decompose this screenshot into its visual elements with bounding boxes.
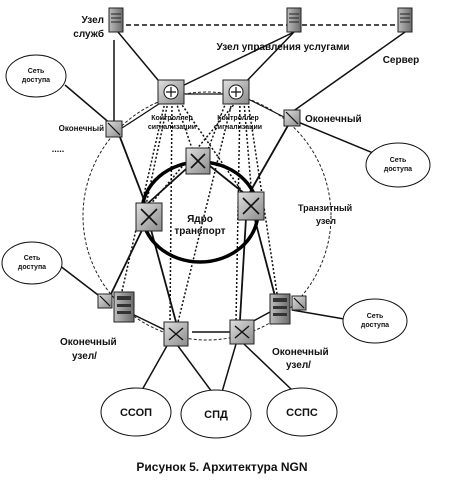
label-controller-left-2: сигнализации [148,124,196,131]
link-transit-l-terminal-lb [109,221,147,297]
access-net-left-bottom-line2: доступа [18,264,46,271]
controller-right [222,79,250,105]
link-ctrl-r-terminal-r [245,97,287,119]
label-terminal-right-bottom-1: Оконечный [272,347,329,358]
label-server: Сервер [383,55,420,66]
server-service-control-node [286,7,302,33]
access-net-right-top: Сеть доступа [365,142,431,188]
label-service-control-node: Узел управления услугами [216,42,349,53]
label-service-node-1: Узел [82,15,104,26]
access-net-left-top-line2: доступа [22,77,50,84]
terminal-node-left-top [105,120,123,138]
terminal-node-right-top [283,109,301,127]
label-transit-2: узел [316,216,336,226]
label-terminal-left-top: Оконечный [59,124,104,133]
link-transit-r-terminal-rt [249,121,291,193]
access-net-right-bottom: Сеть доступа [342,298,408,344]
link-scn-controller-r [239,31,295,89]
access-net-right-bottom-line2: доступа [361,322,389,329]
label-controller-right-2: сигнализации [214,124,262,131]
access-net-right-top-line1: Сеть [390,157,407,164]
core-switch [185,147,211,175]
link-transit-l-terminal-lt [117,131,147,206]
label-terminal-left-bottom-1: Оконечный [60,337,117,348]
bubble-ssop-label: ССОП [120,407,152,419]
access-net-left-top-line1: Сеть [28,68,45,75]
edge-switch-right [229,319,255,345]
edge-switch-left [163,321,189,347]
link-access-lb [54,261,103,299]
transit-node-right [237,191,265,221]
access-net-right-top-line2: доступа [384,166,412,173]
link-access-lt [64,84,113,126]
label-ellipsis: ..... [52,144,65,154]
link-scn-controller-l [177,31,295,89]
link-access-rb [291,309,351,321]
outer-network-ring [82,91,332,341]
link-ctrl-l-terminal-l [121,99,166,129]
terminal-node-left-bottom [97,291,135,323]
label-terminal-right-bottom-2: узел/ [286,360,311,371]
label-terminal-left-bottom-2: узел/ [72,351,97,362]
bubble-ssop: ССОП [100,387,172,437]
label-controller-right-1: Контроллер [217,115,259,122]
access-net-left-top: Сеть доступа [5,54,67,98]
label-core-1: Ядро [187,214,213,225]
link-transit-r-terminal-rb [253,215,277,301]
label-transit-1: Транзитный [298,203,352,213]
label-controller-left-1: Контроллер [151,115,193,122]
access-net-left-bottom: Сеть доступа [1,241,63,285]
bubble-ssps: ССПС [266,387,338,437]
access-net-right-bottom-line1: Сеть [367,313,384,320]
bubble-spd: СПД [180,389,252,439]
link-edge-l-spd [177,345,213,393]
link-edge-l-ssop [141,343,169,391]
link-edge-r-spd [221,343,237,393]
bubble-spd-label: СПД [204,409,228,421]
bubble-ssps-label: ССПС [286,407,318,419]
controller-left [157,79,185,105]
transit-node-left [135,202,163,232]
label-service-node-2: служб [73,28,104,40]
link-server-terminal-r [291,31,406,113]
label-terminal-right-top: Оконечный [305,114,362,125]
label-core-2: транспорт [174,226,225,237]
link-transit-r-edge [239,217,247,321]
server-service-node [108,7,124,33]
figure-caption: Рисунок 5. Архитектура NGN [136,460,307,474]
access-net-left-bottom-line1: Сеть [24,255,41,262]
link-edge-r-ssps [243,343,293,391]
server-server [397,7,413,33]
terminal-node-right-bottom [269,293,307,325]
